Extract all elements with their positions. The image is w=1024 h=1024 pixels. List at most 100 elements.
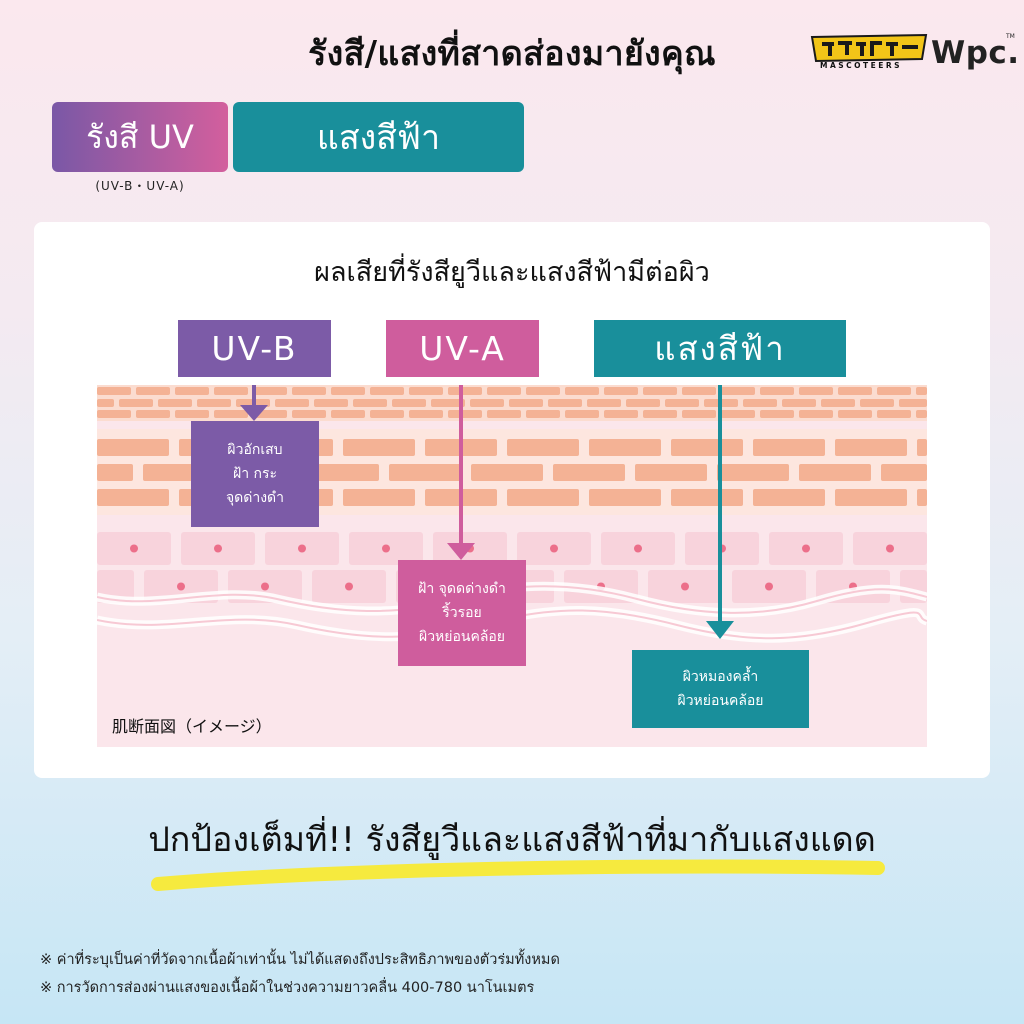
skin-brick [158,399,192,407]
skin-brick [97,439,169,456]
skin-brick [604,410,638,418]
skin-brick [916,410,927,418]
skin-brick [343,439,415,456]
skin-cross-section-illustration [97,385,927,747]
wpc-wordmark: Wpc. [931,35,1020,71]
cell-nucleus [550,544,558,553]
skin-brick [253,387,287,395]
footnote: ※ การวัดการส่องผ่านแสงของเนื้อผ้าในช่วงค… [40,980,535,996]
skin-brick [175,387,209,395]
skin-brick [671,439,743,456]
skin-brick [119,399,153,407]
skin-brick [743,399,777,407]
skin-brick [643,387,677,395]
skin-brick [214,387,248,395]
skin-brick [626,399,660,407]
skin-brick [782,399,816,407]
skin-brick [565,410,599,418]
effect-line: ฝ้า กระ [232,466,278,482]
cell-nucleus [130,544,138,553]
skin-brick [682,410,716,418]
skin-brick [307,464,379,481]
skin-brick [471,464,543,481]
skin-brick [392,399,426,407]
cell-nucleus [681,582,689,591]
uv-rays-tag: รังสี UV [52,102,228,172]
skin-brick [589,489,661,506]
skin-brick [881,464,927,481]
skin-brick [835,439,907,456]
blue-light-tag: แสงสีฟ้า [233,102,524,172]
illustration-caption: 肌断面図（イメージ） [112,717,272,736]
skin-brick [899,399,927,407]
skin-brick [835,489,907,506]
uv-rays-subtitle: (UV-B・UV-A) [95,179,185,193]
skin-brick [370,410,404,418]
effect-line: ฝ้า จุดดด่างดำ [418,581,506,597]
skin-brick [799,410,833,418]
skin-brick [917,489,927,506]
brick-layer-top [97,387,927,418]
uvb-effects-box: ผิวอักเสบ ฝ้า กระ จุดด่างดำ [191,421,319,527]
skin-brick [343,489,415,506]
skin-brick [821,399,855,407]
cell-nucleus [886,544,894,553]
uva-arrow [447,385,475,560]
skin-brick [526,387,560,395]
cell-nucleus [382,544,390,553]
effect-line: ผิวหมองคล้ำ [682,669,759,685]
skin-brick [409,387,443,395]
skin-brick [917,439,927,456]
skin-brick [671,489,743,506]
skin-brick [197,399,231,407]
skin-brick [753,489,825,506]
uvb-label: UV-B [178,320,331,377]
skin-brick [136,387,170,395]
effect-line: ผิวอักเสบ [227,442,283,458]
skin-brick [643,410,677,418]
brand-logo: MASCOTEERS Wpc. TM [810,33,1020,73]
brick-layer-epidermis [97,439,927,506]
skin-brick [721,387,755,395]
skin-brick [526,410,560,418]
skin-brick [389,464,461,481]
skin-brick [760,387,794,395]
cell-nucleus [634,544,642,553]
panel-heading: ผลเสียที่รังสียูวีและแสงสีฟ้ามีต่อผิว [314,257,710,288]
skin-brick [97,489,169,506]
cell-nucleus [802,544,810,553]
skin-brick [682,387,716,395]
effect-line: ผิวหย่อนคล้อย [677,693,764,709]
blue-light-label: แสงสีฟ้า [594,320,846,377]
cell-nucleus [345,582,353,591]
blue-light-arrow [706,385,734,639]
skin-brick [448,387,482,395]
skin-brick [717,464,789,481]
skin-brick [409,410,443,418]
skin-brick [292,387,326,395]
skin-brick [916,387,927,395]
skin-brick [331,410,365,418]
skin-brick [635,464,707,481]
skin-brick [370,387,404,395]
skin-brick [487,410,521,418]
skin-brick [507,439,579,456]
skin-brick [509,399,543,407]
skin-brick [760,410,794,418]
skin-brick [136,410,170,418]
skin-brick [838,387,872,395]
skin-brick [553,464,625,481]
blue-light-effects-box: ผิวหมองคล้ำ ผิวหย่อนคล้อย [632,650,809,728]
skin-brick [565,387,599,395]
yellow-highlight-stroke [151,859,885,891]
uva-label: UV-A [386,320,539,377]
skin-brick [665,399,699,407]
effect-line: ริ้วรอย [442,605,482,621]
skin-brick [97,387,131,395]
cell-nucleus [214,544,222,553]
skin-brick [97,464,133,481]
skin-brick [292,410,326,418]
uvb-arrow [240,385,268,421]
skin-brick [548,399,582,407]
page-title: รังสี/แสงที่สาดส่องมายังคุณ [308,34,716,74]
